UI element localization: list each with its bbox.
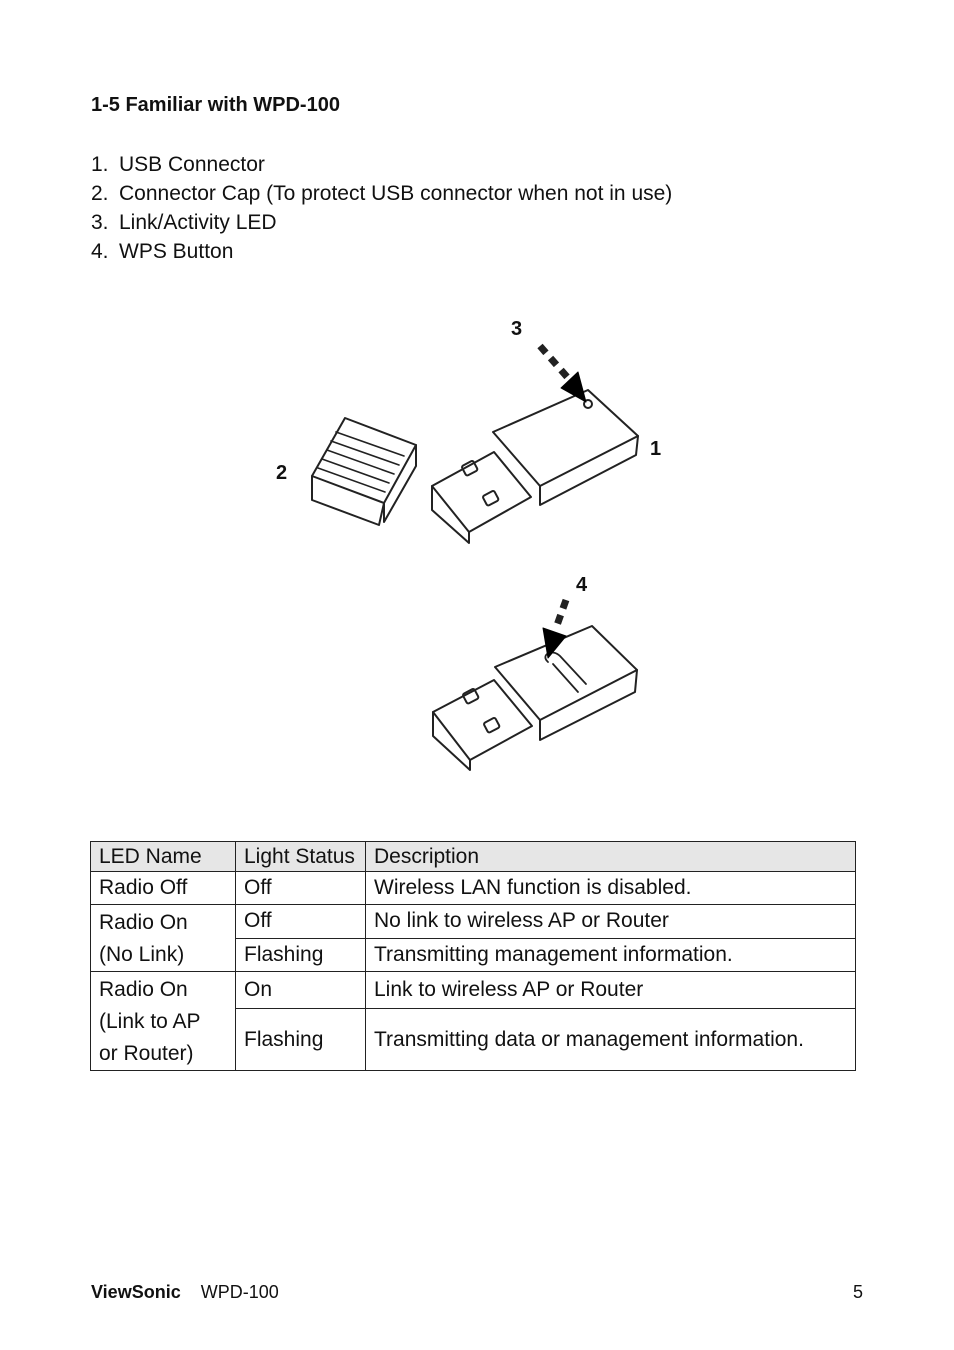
page-number: 5 — [853, 1282, 864, 1302]
led-arrow — [537, 343, 587, 403]
table-row: Flashing Transmitting data or management… — [91, 1008, 856, 1071]
led-name-line: Radio On — [99, 978, 188, 1001]
connector-cap-drawing — [311, 417, 417, 526]
footer-brand: ViewSonic — [91, 1282, 181, 1302]
list-number: 1. — [91, 153, 109, 176]
list-number: 4. — [91, 240, 109, 263]
led-name-cell: Radio On (Link to AP or Router) — [90, 971, 236, 1071]
status-cell: Off — [235, 871, 366, 905]
status-cell: Flashing — [235, 1008, 366, 1071]
usb-adapter-top-drawing — [431, 389, 639, 544]
table-row: Radio On (Link to AP or Router) On Link … — [90, 971, 856, 1071]
callout-3: 3 — [511, 318, 523, 340]
table-row: Radio Off Off Wireless LAN function is d… — [90, 871, 856, 905]
section-heading: 1-5 Familiar with WPD-100 — [91, 94, 340, 116]
led-status-table: LED Name Light Status Description Radio … — [90, 841, 856, 1071]
list-number: 3. — [91, 211, 109, 234]
header-light-status: Light Status — [235, 841, 366, 872]
wps-arrow — [542, 598, 570, 659]
footer-model: WPD-100 — [200, 1282, 279, 1302]
list-item: 4. WPS Button — [91, 237, 672, 266]
list-number: 2. — [91, 182, 109, 205]
description-cell: Wireless LAN function is disabled. — [365, 871, 856, 905]
parts-list: 1. USB Connector 2. Connector Cap (To prot… — [91, 150, 672, 266]
led-name-cell: Radio Off — [90, 871, 236, 905]
led-name-line: (Link to AP — [99, 1010, 201, 1033]
description-cell: No link to wireless AP or Router — [365, 904, 856, 939]
device-illustration — [311, 343, 639, 771]
list-text: Connector Cap (To protect USB connector … — [119, 182, 673, 205]
callout-1: 1 — [650, 438, 662, 460]
header-led-name: LED Name — [90, 841, 236, 872]
list-text: WPS Button — [119, 240, 234, 263]
list-item: 2. Connector Cap (To protect USB connecto… — [91, 179, 672, 208]
led-indicator — [583, 399, 593, 409]
description-cell: Transmitting management information. — [365, 937, 856, 972]
status-cell: Flashing — [235, 937, 366, 972]
led-name-line: or Router) — [99, 1042, 194, 1065]
usb-adapter-bottom-drawing — [432, 625, 638, 771]
table-row: Radio On (No Link) Off No link to wirele… — [90, 904, 856, 972]
list-item: 3. Link/Activity LED — [91, 208, 672, 237]
led-name-line: Radio On — [99, 911, 188, 934]
list-text: USB Connector — [119, 153, 265, 176]
status-cell: Off — [235, 904, 366, 939]
callout-4: 4 — [576, 574, 588, 596]
table-header-row: LED Name Light Status Description — [90, 841, 856, 872]
list-item: 1. USB Connector — [91, 150, 672, 179]
description-cell: Transmitting data or management informat… — [365, 1008, 856, 1071]
list-text: Link/Activity LED — [119, 211, 277, 234]
led-name-cell: Radio On (No Link) — [90, 904, 236, 972]
description-cell: Link to wireless AP or Router — [365, 971, 856, 1009]
footer-left: ViewSonic WPD-100 — [91, 1282, 279, 1303]
led-name-line: (No Link) — [99, 943, 185, 966]
header-description: Description — [365, 841, 856, 872]
status-cell: On — [235, 971, 366, 1009]
callout-2: 2 — [276, 462, 288, 484]
